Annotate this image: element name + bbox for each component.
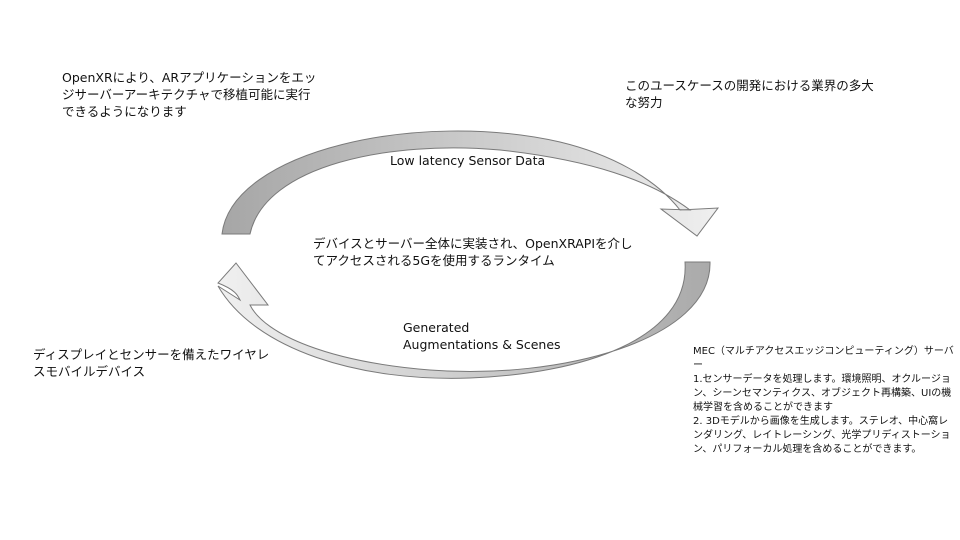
bottom-arrow-label: Generated Augmentations & Scenes [403,320,561,352]
top-arrow-label: Low latency Sensor Data [390,153,546,168]
bottom-right-text: MEC（マルチアクセスエッジコンピューティング）サーバー 1.センサーデータを処… [693,346,954,455]
bottom-curved-arrow [217,261,711,379]
bottom-left-text: ディスプレイとセンサーを備えたワイヤレスモバイルデバイス [33,347,270,379]
center-text: デバイスとサーバー全体に実装され、OpenXRAPIを介してアクセスされる5Gを… [313,236,633,268]
top-curved-arrow [221,130,720,237]
top-right-text: このユースケースの開発における業界の多大な努力 [625,78,874,110]
top-left-text: OpenXRにより、ARアプリケーションをエッジサーバーアーキテクチャで移植可能… [62,70,317,119]
